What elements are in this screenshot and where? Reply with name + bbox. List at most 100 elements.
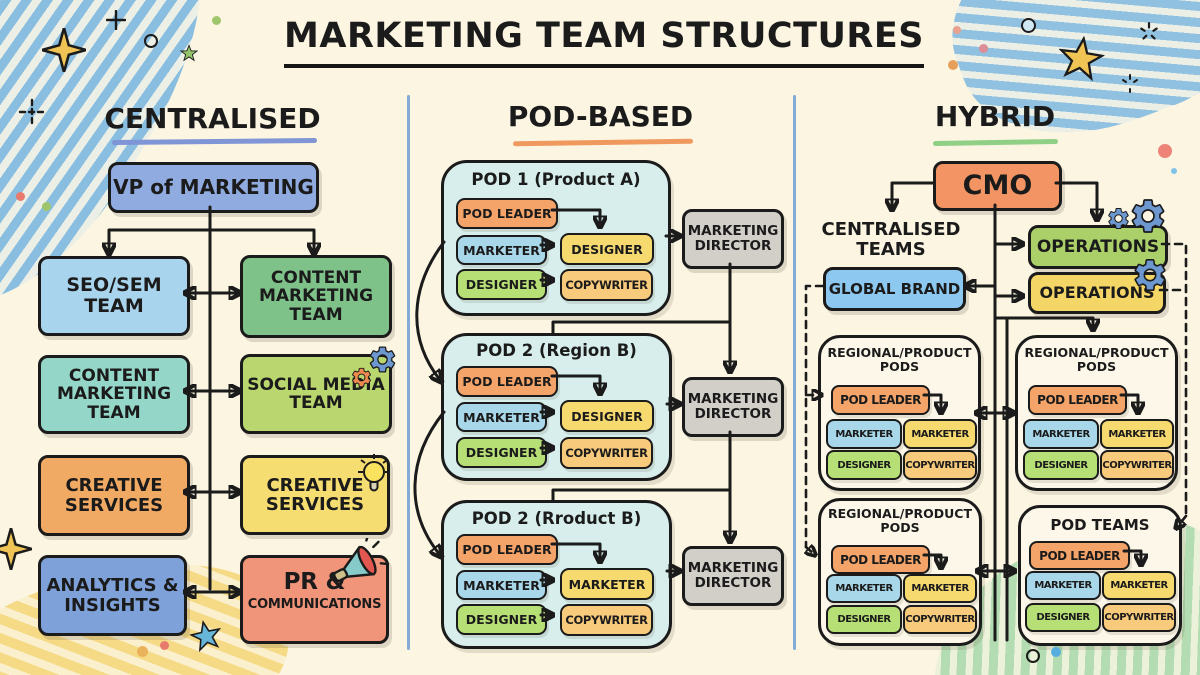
column-heading-centralised: CENTRALISED	[104, 102, 321, 135]
sparkle-icon	[106, 10, 126, 30]
chip-pod-leader: POD LEADER	[456, 366, 558, 397]
dot-doodle	[42, 202, 51, 211]
chip-marketer: MARKETER	[456, 402, 547, 432]
megaphone-icon	[333, 538, 390, 582]
chip-pod-leader: POD LEADER	[1028, 385, 1127, 415]
dot-doodle	[953, 26, 961, 34]
chip-pod-leader: POD LEADER	[456, 198, 558, 229]
chip-designer: DESIGNER	[456, 269, 547, 300]
hybrid-pod-regional-product: REGIONAL/PRODUCT PODS POD LEADER MARKETE…	[1015, 335, 1178, 491]
sparkle-icon	[0, 528, 32, 570]
chip-designer: DESIGNER	[826, 450, 902, 480]
box-content-marketing-team: CONTENT MARKETING TEAM	[240, 255, 392, 338]
dot-doodle	[979, 44, 988, 53]
hybrid-pod-regional-product: REGIONAL/PRODUCT PODS POD LEADER MARKETE…	[818, 498, 982, 646]
box-vp-of-marketing: VP of MARKETING	[108, 162, 319, 213]
underline-centralised	[111, 137, 318, 146]
circle-doodle	[144, 34, 158, 48]
chip-pod-leader: POD LEADER	[1029, 541, 1130, 570]
chip-marketer: MARKETER	[1100, 419, 1174, 449]
chip-copywriter: COPYWRITER	[560, 437, 653, 469]
gear-icon	[1131, 256, 1169, 294]
pod-title: POD 1 (Product A)	[471, 170, 641, 189]
box-content-marketing-team: CONTENT MARKETING TEAM	[38, 355, 190, 434]
chip-pod-leader: POD LEADER	[831, 545, 930, 574]
chip-copywriter: COPYWRITER	[560, 604, 653, 636]
pod-2-container: POD 2 (Region B) POD LEADER MARKETER DES…	[441, 333, 672, 481]
star-icon	[187, 617, 225, 654]
circle-doodle	[1021, 18, 1036, 33]
gear-icon	[1128, 196, 1168, 236]
box-analytics-insights: ANALYTICS & INSIGHTS	[38, 555, 187, 636]
underline-hybrid	[932, 138, 1059, 147]
sparkle-icon	[1140, 22, 1158, 40]
chip-marketer: MARKETER	[903, 419, 977, 449]
box-marketing-director: MARKETING DIRECTOR	[682, 377, 784, 437]
chip-copywriter: COPYWRITER	[903, 605, 977, 634]
dot-doodle	[948, 60, 958, 70]
chip-marketer: MARKETER	[456, 235, 547, 265]
box-marketing-director: MARKETING DIRECTOR	[682, 209, 784, 269]
pod-3-container: POD 2 (Rroduct B) POD LEADER MARKETER MA…	[441, 500, 672, 649]
chip-pod-leader: POD LEADER	[456, 534, 558, 565]
box-cmo: CMO	[933, 161, 1062, 211]
hybrid-pod-regional-product: REGIONAL/PRODUCT PODS POD LEADER MARKETE…	[818, 335, 981, 491]
chip-marketer: MARKETER	[826, 419, 902, 449]
pod-title: POD TEAMS	[1050, 516, 1150, 534]
box-social-media-team: SOCIAL MEDIA TEAM	[240, 354, 392, 434]
chip-designer: DESIGNER	[456, 437, 547, 468]
lightbulb-icon	[358, 454, 390, 492]
chip-copywriter: COPYWRITER	[903, 450, 977, 480]
dot-doodle	[16, 192, 25, 201]
hybrid-pod-pod-teams: POD TEAMS POD LEADER MARKETER MARKETER D…	[1018, 505, 1182, 646]
pod-title: POD 2 (Region B)	[476, 341, 637, 360]
column-heading-pod-based: POD-BASED	[507, 100, 694, 133]
dot-doodle	[1171, 168, 1177, 174]
gear-icon	[1106, 206, 1131, 231]
chip-pod-leader: POD LEADER	[831, 385, 930, 415]
chip-copywriter: COPYWRITER	[560, 269, 653, 301]
chip-designer: DESIGNER	[560, 400, 654, 432]
chip-designer: DESIGNER	[826, 605, 902, 634]
label-centralised-teams: CENTRALISED TEAMS	[821, 219, 961, 261]
page-title: MARKETING TEAM STRUCTURES	[284, 16, 924, 68]
chip-designer: DESIGNER	[456, 604, 547, 635]
box-creative-services: CREATIVE SERVICES	[38, 455, 190, 536]
underline-pod-based	[512, 138, 694, 147]
star-icon	[1055, 33, 1107, 83]
box-marketing-director: MARKETING DIRECTOR	[682, 546, 784, 606]
pod-1-container: POD 1 (Product A) POD LEADER MARKETER DE…	[441, 160, 671, 316]
chip-designer: DESIGNER	[1025, 603, 1101, 632]
column-heading-hybrid: HYBRID	[934, 100, 1056, 133]
sparkle-icon	[18, 98, 46, 126]
chip-designer: DESIGNER	[560, 233, 654, 265]
pod-title: POD 2 (Rroduct B)	[471, 509, 642, 528]
pod-title: REGIONAL/PRODUCT PODS	[1024, 345, 1169, 375]
chip-marketer: MARKETER	[1102, 571, 1176, 600]
sparkle-icon	[42, 28, 86, 72]
dot-doodle	[1051, 647, 1061, 657]
column-divider-left	[407, 95, 410, 650]
chip-copywriter: COPYWRITER	[1100, 450, 1174, 480]
column-divider-right	[793, 95, 796, 650]
chip-marketer: MARKETER	[826, 574, 902, 603]
circle-doodle	[1026, 649, 1040, 663]
pod-title: REGIONAL/PRODUCT PODS	[827, 506, 972, 536]
box-seo-sem-team: SEO/SEM TEAM	[38, 256, 190, 336]
chip-marketer: MARKETER	[1025, 571, 1101, 600]
dot-doodle	[160, 641, 169, 650]
chip-marketer: MARKETER	[1023, 419, 1099, 449]
chip-marketer: MARKETER	[903, 574, 977, 603]
chip-marketer: MARKETER	[456, 570, 547, 600]
dot-doodle	[1158, 144, 1172, 158]
sparkle-icon	[1122, 74, 1138, 93]
star-icon	[180, 44, 198, 62]
gear-icon	[350, 366, 373, 389]
dot-doodle	[137, 646, 148, 657]
chip-marketer: MARKETER	[560, 568, 654, 600]
pod-title: REGIONAL/PRODUCT PODS	[827, 345, 972, 375]
chip-copywriter: COPYWRITER	[1102, 603, 1176, 632]
dot-doodle	[212, 16, 221, 25]
box-global-brand: GLOBAL BRAND	[823, 267, 966, 311]
